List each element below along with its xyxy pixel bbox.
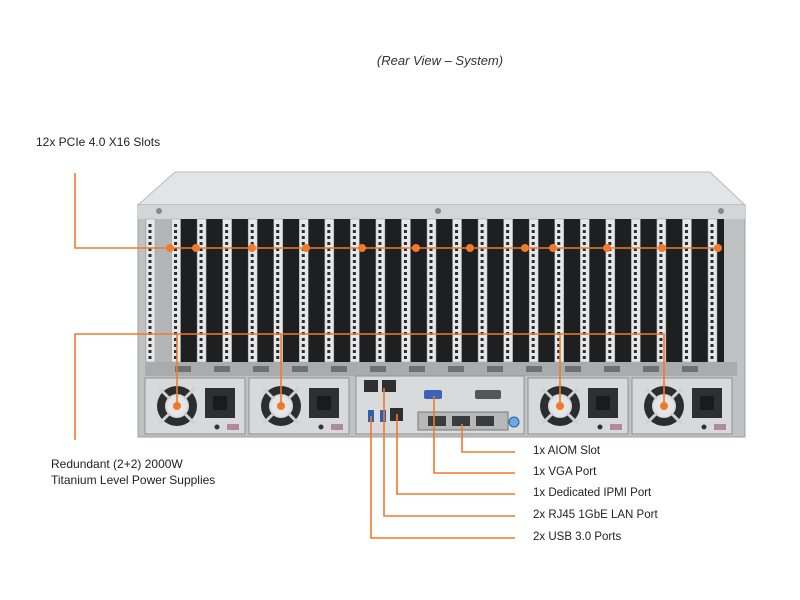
- lan-port-1: [364, 380, 378, 392]
- slot-bracket: [299, 218, 309, 363]
- slot-bracket: [350, 218, 360, 363]
- vga-port-label: 1x VGA Port: [533, 466, 597, 478]
- psu-label-line-1: Redundant (2+2) 2000W: [51, 457, 183, 471]
- bottom-tab: [253, 366, 269, 372]
- pcie-slot-dot: [466, 244, 474, 252]
- psu-dot: [556, 402, 564, 410]
- ipmi-callout-line: [396, 414, 515, 495]
- bottom-tab: [409, 366, 425, 372]
- slot-bracket: [656, 218, 667, 363]
- pcie-dots: [166, 244, 722, 252]
- pcie-slot-dot: [714, 244, 722, 252]
- pcie-slots-label: 12x PCIe 4.0 X16 Slots: [36, 135, 161, 149]
- slot-bracket: [324, 218, 335, 363]
- psu-callout-line-4: [560, 333, 665, 406]
- io-panel: [355, 375, 525, 435]
- screw-icon: [435, 208, 441, 214]
- bottom-tab: [604, 366, 620, 372]
- slot-bracket: [247, 218, 258, 363]
- slot-bracket: [222, 218, 232, 363]
- callout-lines: [74, 173, 720, 539]
- bottom-tab: [331, 366, 347, 372]
- psu-dots: [173, 402, 668, 410]
- ipmi-port-label: 1x Dedicated IPMI Port: [533, 487, 652, 499]
- caption: (Rear View – System): [376, 53, 504, 68]
- pcie-slot-dot: [549, 244, 557, 252]
- psu-label-line-2: Titanium Level Power Supplies: [51, 473, 216, 487]
- usb-callout-line: [370, 416, 515, 539]
- pcie-slot-dot: [166, 244, 174, 252]
- slot-bracket: [503, 218, 513, 363]
- bottom-tab: [175, 366, 191, 372]
- slot-bracket: [682, 218, 692, 363]
- slot-bracket: [145, 218, 156, 363]
- usb-port-label: 2x USB 3.0 Ports: [533, 531, 622, 543]
- chassis-top-cover: [136, 171, 747, 206]
- slot-bracket: [605, 218, 616, 363]
- pcie-slot-dot: [658, 244, 666, 252]
- slot-bracket: [477, 218, 488, 363]
- lan-port-2: [382, 380, 396, 392]
- pcie-slot-area: [145, 218, 724, 363]
- aiom-slot-label: 1x AIOM Slot: [533, 445, 601, 457]
- uid-button: [508, 416, 520, 428]
- bottom-tab: [682, 366, 698, 372]
- bottom-tabs: [175, 366, 698, 372]
- pcie-callout-line: [74, 173, 720, 249]
- bottom-tab: [526, 366, 542, 372]
- power-supply: [248, 377, 350, 435]
- lan-port-label: 2x RJ45 1GbE LAN Port: [533, 509, 658, 521]
- power-supply: [631, 377, 733, 435]
- slot-bracket: [580, 218, 590, 363]
- slot-bracket: [452, 218, 462, 363]
- slot-bracket: [426, 218, 437, 363]
- lan-callout-line: [383, 388, 515, 517]
- psu-label: Redundant (2+2) 2000W Titanium Level Pow…: [51, 456, 215, 488]
- pcie-slot-dot: [192, 244, 200, 252]
- slot-bracket: [375, 218, 386, 363]
- bottom-tab: [292, 366, 308, 372]
- pcie-slot-dot: [302, 244, 310, 252]
- power-supply: [527, 377, 629, 435]
- pcie-slot-dot: [412, 244, 420, 252]
- slot-bracket: [631, 218, 641, 363]
- screw-icon: [718, 208, 724, 214]
- slot-bracket: [401, 218, 411, 363]
- bottom-tab: [370, 366, 386, 372]
- slot-bracket: [196, 218, 207, 363]
- pcie-slot-dot: [603, 244, 611, 252]
- slot-bracket: [528, 218, 539, 363]
- slot-bracket: [707, 218, 718, 363]
- bottom-tab: [643, 366, 659, 372]
- aiom-callout-line: [461, 424, 515, 453]
- pcie-slot-dot: [248, 244, 256, 252]
- bottom-tab: [214, 366, 230, 372]
- serial-port: [475, 390, 501, 399]
- chassis-top-rail: [138, 205, 745, 219]
- psu-dot: [173, 402, 181, 410]
- psu-dot: [277, 402, 285, 410]
- power-supply: [144, 377, 246, 435]
- bottom-tab: [565, 366, 581, 372]
- bottom-tab: [448, 366, 464, 372]
- bottom-tab: [487, 366, 503, 372]
- vga-callout-line: [433, 396, 515, 474]
- slot-bottom-bar: [145, 362, 737, 376]
- pcie-slot-dot: [358, 244, 366, 252]
- pcie-slot-dot: [521, 244, 529, 252]
- screw-icon: [156, 208, 162, 214]
- psu-dot: [660, 402, 668, 410]
- vga-port: [424, 390, 442, 399]
- usb-port-2: [380, 410, 386, 422]
- psu-callout-line-left: [74, 333, 561, 440]
- slot-bracket: [171, 218, 181, 363]
